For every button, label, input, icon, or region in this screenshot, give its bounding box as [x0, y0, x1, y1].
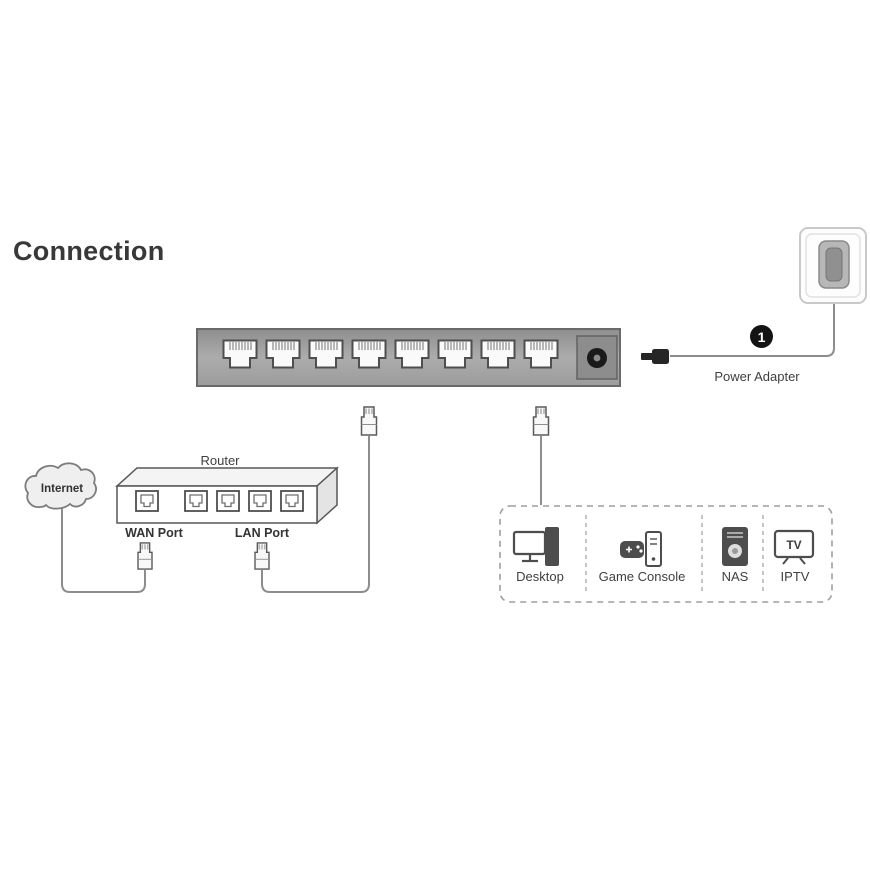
- wall-socket-icon: [799, 227, 867, 304]
- power-adapter-label: Power Adapter: [714, 369, 800, 384]
- client-devices-box: [499, 505, 833, 603]
- router-lan-port-4: [280, 490, 304, 512]
- desktop-label: Desktop: [516, 569, 564, 584]
- router-device: [115, 466, 339, 525]
- iptv-label: IPTV: [780, 569, 810, 584]
- iptv-icon: TV: [773, 529, 815, 565]
- wan-port-label: WAN Port: [125, 526, 183, 540]
- cables: [61, 290, 835, 593]
- game-console-icon: [620, 531, 662, 567]
- power-cable: [670, 290, 835, 357]
- dc-plug-icon: [641, 349, 669, 364]
- desktop-icon: [512, 527, 559, 566]
- lan-port-label: LAN Port: [234, 526, 290, 540]
- internet-cloud-icon: [24, 462, 97, 510]
- router-lan-port-3: [248, 490, 272, 512]
- step-1-badge: 1: [750, 325, 773, 348]
- ethernet-plug-switch-right: [532, 406, 550, 436]
- game-console-label: Game Console: [598, 569, 686, 584]
- router-lan-port-2: [216, 490, 240, 512]
- internet-to-wan-cable: [61, 506, 146, 593]
- ethernet-switch: [196, 328, 621, 387]
- page-title: Connection: [13, 236, 165, 266]
- nas-icon: [722, 527, 748, 566]
- tv-screen-text: TV: [786, 538, 801, 552]
- lan-to-switch-cable: [261, 436, 370, 593]
- ethernet-plug-lan: [254, 542, 270, 570]
- nas-label: NAS: [721, 569, 749, 584]
- ethernet-plug-wan: [137, 542, 153, 570]
- ethernet-plug-switch-left: [360, 406, 378, 436]
- router-lan-port-1: [184, 490, 208, 512]
- router-label: Router: [200, 453, 240, 468]
- internet-label: Internet: [40, 483, 84, 495]
- router-wan-port: [135, 490, 159, 512]
